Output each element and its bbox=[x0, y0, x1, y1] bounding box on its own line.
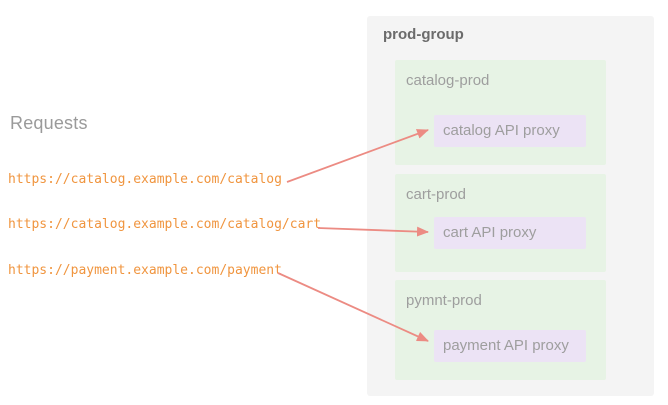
requests-heading: Requests bbox=[10, 113, 88, 133]
group-title: prod-group bbox=[383, 26, 464, 43]
request-url-catalog-cart: https://catalog.example.com/catalog/cart bbox=[8, 217, 322, 232]
environment-box-catalog-prod: catalog-prod catalog API proxy bbox=[395, 60, 606, 165]
request-url-catalog: https://catalog.example.com/catalog bbox=[8, 172, 282, 187]
proxy-box-catalog: catalog API proxy bbox=[434, 115, 586, 147]
environment-box-cart-prod: cart-prod cart API proxy bbox=[395, 174, 606, 272]
environment-name: cart-prod bbox=[406, 186, 467, 203]
environment-name: pymnt-prod bbox=[406, 292, 482, 309]
environment-name: catalog-prod bbox=[406, 72, 490, 89]
environment-group-panel: prod-group catalog-prod catalog API prox… bbox=[367, 16, 654, 396]
proxy-box-cart: cart API proxy bbox=[434, 217, 586, 249]
proxy-box-payment: payment API proxy bbox=[434, 330, 586, 362]
environment-box-pymnt-prod: pymnt-prod payment API proxy bbox=[395, 280, 606, 380]
request-url-payment: https://payment.example.com/payment bbox=[8, 263, 282, 278]
